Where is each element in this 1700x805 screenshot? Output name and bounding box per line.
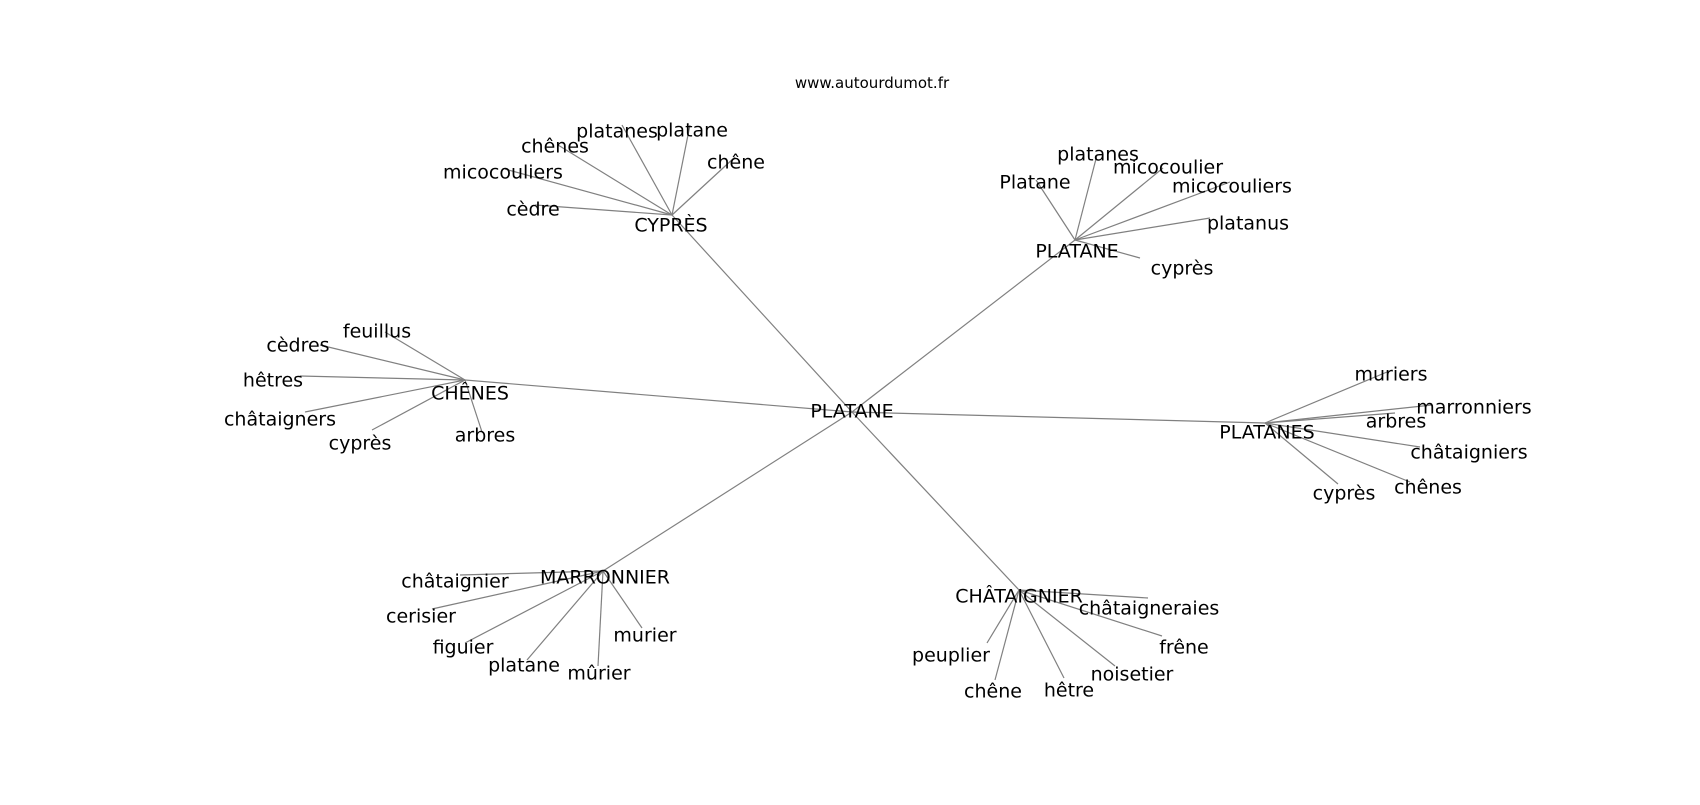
edge-marronnier-to-chataignier [459,570,604,576]
edge-chataignier-to-noisetier [1018,589,1116,667]
edge-marronnier-to-murier [597,570,604,667]
leaf-node-chenes-cedres[interactable]: cèdres [266,335,329,357]
edge-chenes-to-hetres [299,375,466,381]
leaf-node-platanes-arbres[interactable]: arbres [1366,411,1427,433]
leaf-node-marronnier-murier[interactable]: murier [613,625,676,647]
leaf-node-platane-micocoulier[interactable]: micocoulier [1113,157,1223,179]
hub-node-platane[interactable]: PLATANE [1035,241,1118,263]
edge-chenes-to-cedres [319,344,466,381]
leaf-node-chataignier-peuplier[interactable]: peuplier [912,645,990,667]
leaf-node-chataignier-chataigneraies[interactable]: châtaigneraies [1079,598,1220,620]
edge-chataignier-to-frene [1018,589,1163,637]
edge-cypres-to-cedre [534,204,673,216]
edge-center-to-marronnier [602,411,853,572]
edge-cypres-to-platanes [621,124,673,216]
edge-cypres-to-platane [671,124,691,216]
edge-chataignier-to-peuplier [986,589,1020,644]
leaf-node-cypres-platanes[interactable]: platanes [576,121,658,143]
edge-cypres-to-micocouliers [504,168,673,216]
edges-layer [299,124,1433,681]
hub-node-chenes[interactable]: CHÊNES [431,382,509,405]
edge-platanes-to-muriers [1264,371,1388,424]
site-credit: www.autourdumot.fr [795,74,950,92]
edge-chenes-to-arbres [464,379,483,433]
leaf-node-platanes-chenes[interactable]: chênes [1394,477,1462,499]
hub-node-cypres[interactable]: CYPRÈS [634,214,707,237]
leaf-node-marronnier-platane[interactable]: platane [488,655,560,677]
edge-platane-to-micocouliers [1074,181,1231,241]
leaf-node-cypres-micocouliers[interactable]: micocouliers [443,162,563,184]
edge-platane-to-micocoulier [1074,167,1164,241]
leaf-node-cypres-platane[interactable]: platane [656,120,728,142]
leaf-node-marronnier-figuier[interactable]: figuier [433,637,494,659]
leaf-node-platane-cypres[interactable]: cyprès [1151,258,1214,280]
edge-marronnier-to-murier [602,570,643,629]
leaf-node-cypres-chene[interactable]: chêne [707,152,765,174]
leaf-node-platane-platanus[interactable]: platanus [1207,213,1289,235]
edge-platane-to-platanus [1074,217,1211,241]
leaf-node-chenes-hetres[interactable]: hêtres [243,370,303,392]
edge-chenes-to-cypres [371,379,466,431]
edge-platane-to-platane [1035,179,1076,241]
edge-chenes-to-feuillus [384,331,466,381]
edge-center-to-chenes [464,379,853,413]
edge-platanes-to-arbres [1264,412,1396,424]
leaf-node-chenes-cypres[interactable]: cyprès [329,433,392,455]
edge-platanes-to-marronniers [1264,404,1433,424]
edge-marronnier-to-figuier [464,570,604,644]
edge-platanes-to-chenes [1264,422,1411,483]
leaf-node-chenes-feuillus[interactable]: feuillus [343,321,411,343]
edge-chenes-to-chataigners [304,379,466,413]
leaf-node-platanes-chataigniers[interactable]: châtaigniers [1410,442,1527,464]
edge-center-to-cypres [671,214,853,413]
leaf-node-platanes-muriers[interactable]: muriers [1354,364,1427,386]
leaf-node-cypres-chenes[interactable]: chênes [521,136,589,158]
edge-platanes-to-cypres [1264,422,1339,485]
leaf-node-platane-platane[interactable]: Platane [999,172,1070,194]
edge-chataignier-to-chene [994,589,1020,681]
leaf-node-chataignier-hetre[interactable]: hêtre [1044,680,1094,702]
center-node-platane[interactable]: PLATANE [810,401,893,423]
edge-platanes-to-chataigniers [1264,422,1421,448]
edge-center-to-platanes [851,411,1266,424]
leaf-node-chataignier-chene[interactable]: chêne [964,681,1022,703]
leaf-node-platane-micocouliers[interactable]: micocouliers [1172,176,1292,198]
leaf-node-platanes-cypres[interactable]: cyprès [1313,483,1376,505]
edge-center-to-chataignier [851,411,1020,591]
labels-layer: PLATANECYPRÈSplatanesplatanechêneschênem… [224,120,1532,703]
leaf-node-platane-platanes[interactable]: platanes [1057,144,1139,166]
edge-marronnier-to-cerisier [431,570,604,610]
edge-cypres-to-chene [671,156,736,216]
hub-node-platanes[interactable]: PLATANES [1219,422,1314,444]
hub-node-marronnier[interactable]: MARRONNIER [540,567,670,589]
leaf-node-marronnier-murier[interactable]: mûrier [567,663,630,685]
leaf-node-cypres-cedre[interactable]: cèdre [506,199,559,221]
leaf-node-chenes-arbres[interactable]: arbres [455,425,516,447]
leaf-node-marronnier-cerisier[interactable]: cerisier [386,606,456,628]
hub-node-chataignier[interactable]: CHÂTAIGNIER [955,585,1083,608]
edge-marronnier-to-platane [526,570,604,661]
leaf-node-chataignier-frene[interactable]: frêne [1159,637,1209,659]
edge-chataignier-to-hetre [1018,589,1065,679]
leaf-node-chataignier-noisetier[interactable]: noisetier [1091,664,1174,686]
leaf-node-platanes-marronniers[interactable]: marronniers [1416,397,1531,419]
leaf-node-marronnier-chataignier[interactable]: châtaignier [401,571,509,593]
edge-platane-to-cypres [1074,239,1141,259]
leaf-node-chenes-chataigners[interactable]: châtaigners [224,409,336,431]
edge-platane-to-platanes [1074,154,1098,241]
edge-center-to-platane [851,239,1076,413]
edge-cypres-to-chenes [557,144,673,216]
edge-chataignier-to-chataigneraies [1018,589,1149,599]
